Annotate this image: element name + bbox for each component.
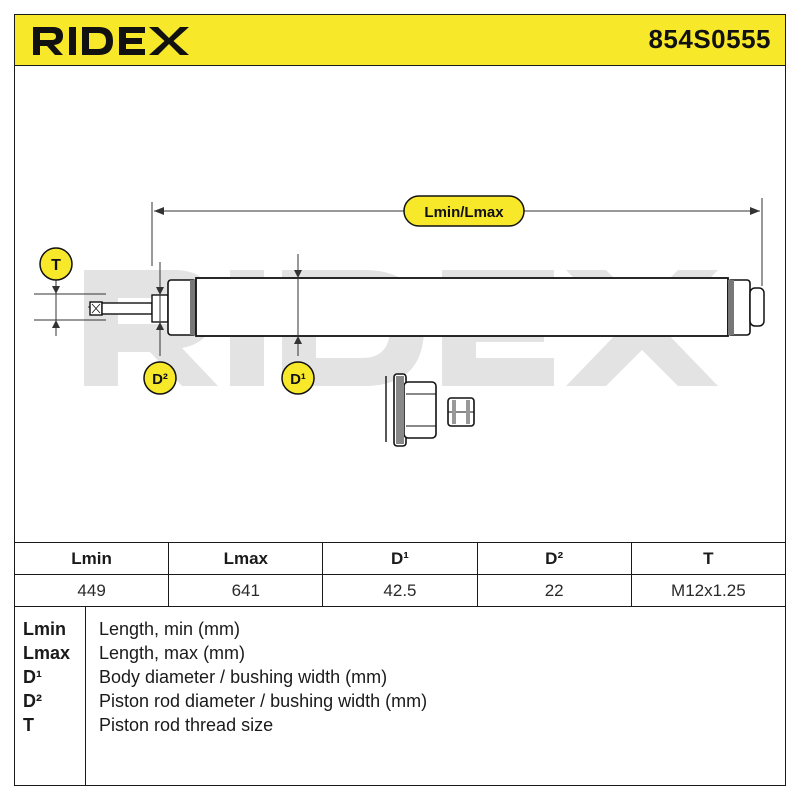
d1-callout-badge (281, 361, 315, 395)
legend-divider (85, 607, 86, 785)
spec-value-row: 449 641 42.5 22 M12x1.25 (13, 574, 787, 607)
ridex-logo (33, 27, 189, 55)
body-tube (195, 277, 729, 337)
legend-desc: Body diameter / bushing width (mm) (99, 667, 388, 687)
spec-value-lmax: 641 (168, 574, 324, 607)
legend-item: T Piston rod thread size (15, 715, 785, 739)
legend-key: D¹ (23, 667, 42, 687)
spec-header-d1: D¹ (322, 542, 478, 575)
d1-callout-label: D¹ (290, 371, 306, 388)
legend-item: Lmin Length, min (mm) (15, 619, 785, 643)
legend-desc: Length, max (mm) (99, 643, 246, 663)
spec-table: Lmin Lmax D¹ D² T 449 641 42.5 22 M12x1.… (13, 542, 787, 607)
spec-value-t: M12x1.25 (630, 574, 787, 607)
mount-bushing (385, 373, 437, 447)
spec-header-lmax: Lmax (168, 542, 324, 575)
legend-key: D² (23, 691, 42, 711)
legend-key: Lmin (23, 619, 66, 639)
legend-item: Lmax Length, max (mm) (15, 643, 785, 667)
spec-value-d1: 42.5 (322, 574, 478, 607)
t-callout-label: T (51, 257, 61, 274)
spec-value-d2: 22 (476, 574, 632, 607)
t-callout-badge (39, 247, 73, 281)
piston-rod (101, 302, 153, 315)
spec-header-d2: D² (476, 542, 632, 575)
length-label-badge (403, 195, 525, 227)
spacer-sleeve (447, 397, 475, 427)
d2-callout-label: D² (152, 371, 168, 388)
legend-desc: Piston rod thread size (99, 715, 274, 735)
length-label: Lmin/Lmax (424, 204, 504, 221)
header-bar: 854S0555 (14, 14, 786, 66)
spec-value-lmin: 449 (13, 574, 170, 607)
spec-header-row: Lmin Lmax D¹ D² T (13, 542, 787, 575)
legend-key: Lmax (23, 643, 71, 663)
part-number: 854S0555 (648, 24, 771, 54)
d2-callout-badge (143, 361, 177, 395)
legend-desc: Length, min (mm) (99, 619, 241, 639)
spec-header-lmin: Lmin (13, 542, 170, 575)
legend-key: T (23, 715, 34, 735)
shock-absorber-diagram: Lmin/Lmax T D² D¹ (34, 195, 765, 447)
legend-item: D¹ Body diameter / bushing width (mm) (15, 667, 785, 691)
legend: Lmin Length, min (mm) Lmax Length, max (… (14, 606, 786, 786)
bottom-pin (749, 287, 765, 327)
spec-header-t: T (630, 542, 787, 575)
legend-desc: Piston rod diameter / bushing width (mm) (99, 691, 428, 711)
legend-item: D² Piston rod diameter / bushing width (… (15, 691, 785, 715)
